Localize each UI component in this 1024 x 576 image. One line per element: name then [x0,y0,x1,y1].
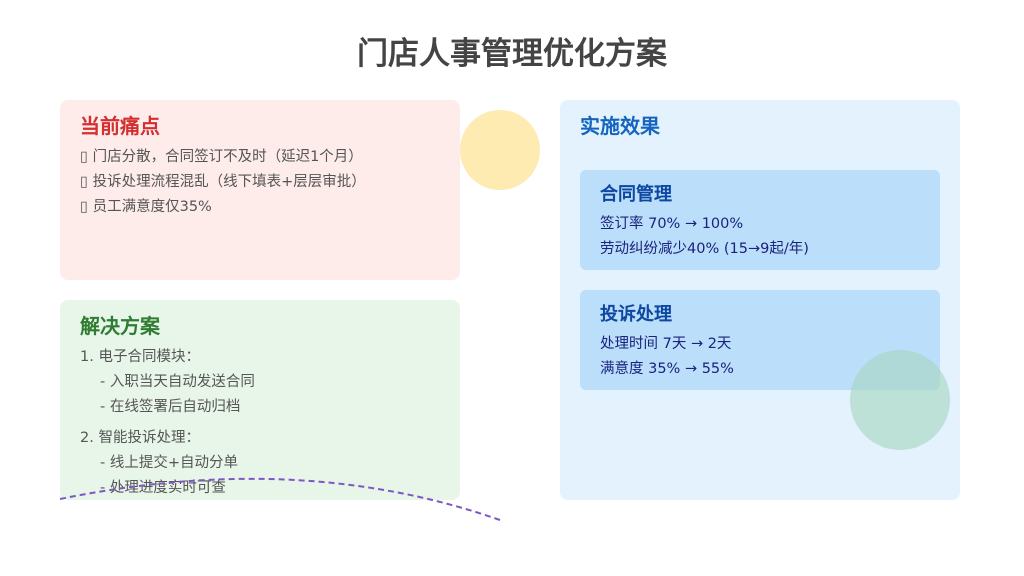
effect-line: 签订率 70% → 100% [600,216,744,232]
pain-item: ▯ 员工满意度仅35% [80,199,212,215]
solution-sub-item: - 处理进度实时可查 [100,480,226,496]
solution-group-label: 2. 智能投诉处理： [80,430,200,446]
solution-heading: 解决方案 [80,314,160,338]
pain-heading: 当前痛点 [80,114,160,138]
effect-line: 劳动纠纷减少40% (15→9起/年) [600,241,809,257]
pain-item: ▯ 门店分散，合同签订不及时（延迟1个月） [80,149,363,165]
page-title: 门店人事管理优化方案 [357,36,667,72]
decorative-green-circle [850,350,950,450]
effect-line: 满意度 35% → 55% [600,361,734,377]
effect-card-contract: 合同管理 签订率 70% → 100% 劳动纠纷减少40% (15→9起/年) [580,170,940,270]
pain-item: ▯ 投诉处理流程混乱（线下填表+层层审批） [80,174,366,190]
decorative-yellow-circle [460,110,540,190]
solution-sub-item: - 在线签署后自动归档 [100,399,241,415]
effect-line: 处理时间 7天 → 2天 [600,336,732,352]
solution-sub-item: - 入职当天自动发送合同 [100,374,255,390]
solution-group-label: 1. 电子合同模块： [80,349,200,365]
effect-card-title: 合同管理 [600,184,672,205]
effect-heading: 实施效果 [580,114,660,138]
solution-sub-item: - 线上提交+自动分单 [100,455,238,471]
pain-points-card: 当前痛点 ▯ 门店分散，合同签订不及时（延迟1个月） ▯ 投诉处理流程混乱（线下… [60,100,460,280]
effect-card-title: 投诉处理 [600,304,672,325]
solution-card: 解决方案 1. 电子合同模块： - 入职当天自动发送合同 - 在线签署后自动归档… [60,300,460,500]
